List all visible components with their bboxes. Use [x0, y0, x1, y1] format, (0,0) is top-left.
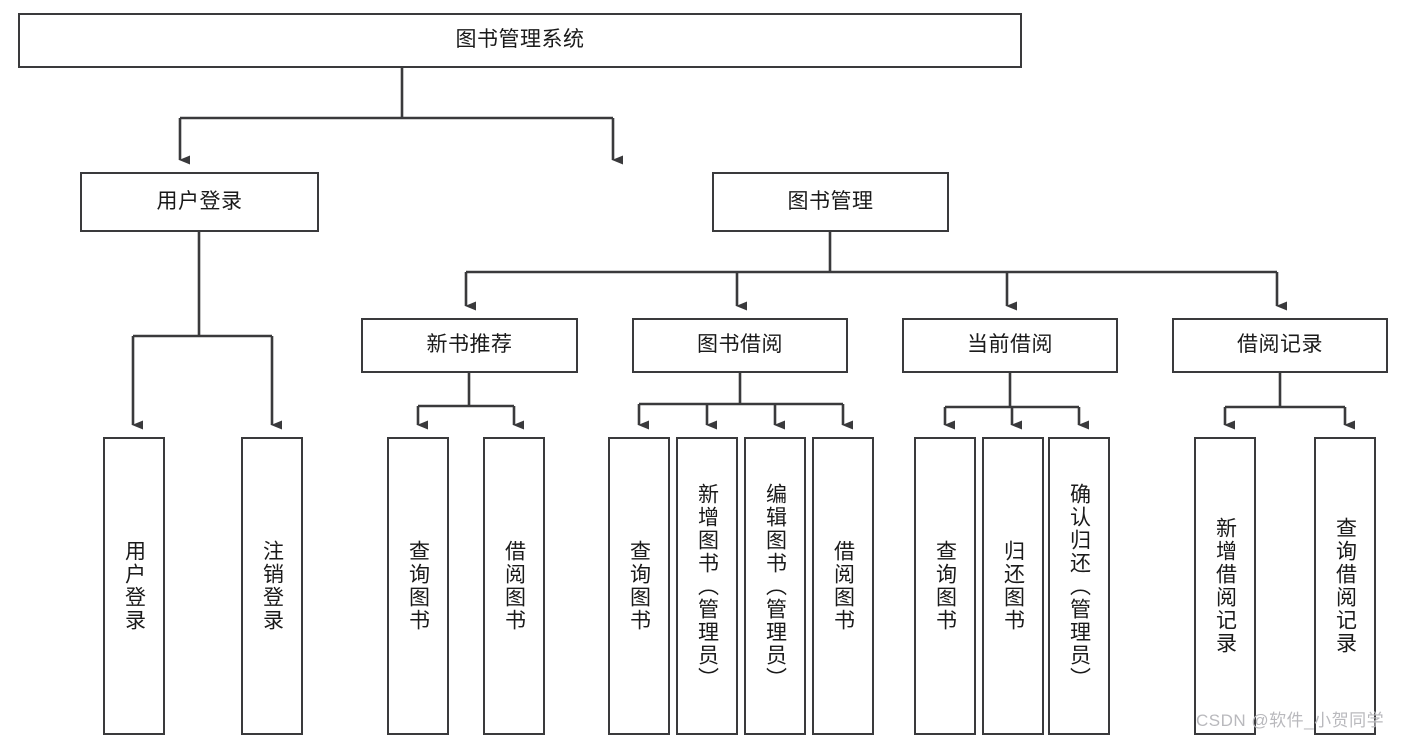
node-leaf-query-book-3-label: 查询图书	[933, 540, 957, 632]
node-leaf-confirm-return[interactable]: 确认归还（管理员）	[1048, 437, 1110, 735]
node-leaf-query-record[interactable]: 查询借阅记录	[1314, 437, 1376, 735]
node-leaf-query-book-2[interactable]: 查询图书	[608, 437, 670, 735]
node-new-book-recommend[interactable]: 新书推荐	[361, 318, 578, 373]
node-leaf-query-book-1[interactable]: 查询图书	[387, 437, 449, 735]
node-leaf-user-logout[interactable]: 注销登录	[241, 437, 303, 735]
node-book-borrow[interactable]: 图书借阅	[632, 318, 848, 373]
node-leaf-add-record[interactable]: 新增借阅记录	[1194, 437, 1256, 735]
node-current-borrow[interactable]: 当前借阅	[902, 318, 1118, 373]
node-leaf-return-book-label: 归还图书	[1001, 540, 1025, 632]
node-user-login[interactable]: 用户登录	[80, 172, 319, 232]
node-leaf-add-book[interactable]: 新增图书（管理员）	[676, 437, 738, 735]
node-current-borrow-label: 当前借阅	[967, 333, 1053, 357]
node-leaf-add-book-label: 新增图书（管理员）	[695, 482, 719, 690]
node-leaf-user-login-label: 用户登录	[122, 540, 146, 632]
node-book-borrow-label: 图书借阅	[697, 333, 783, 357]
node-leaf-borrow-book-2[interactable]: 借阅图书	[812, 437, 874, 735]
node-borrow-record-label: 借阅记录	[1237, 333, 1323, 357]
node-book-manage[interactable]: 图书管理	[712, 172, 949, 232]
node-leaf-user-logout-label: 注销登录	[260, 540, 284, 632]
node-leaf-return-book[interactable]: 归还图书	[982, 437, 1044, 735]
node-new-book-recommend-label: 新书推荐	[426, 333, 513, 357]
node-leaf-edit-book[interactable]: 编辑图书（管理员）	[744, 437, 806, 735]
node-root-label: 图书管理系统	[455, 28, 585, 52]
node-leaf-user-login[interactable]: 用户登录	[103, 437, 165, 735]
node-leaf-borrow-book-1[interactable]: 借阅图书	[483, 437, 545, 735]
csdn-watermark: CSDN @软件_小贺同学	[1196, 711, 1385, 730]
node-book-manage-label: 图书管理	[787, 189, 874, 213]
node-leaf-confirm-return-label: 确认归还（管理员）	[1067, 482, 1091, 690]
node-leaf-query-record-label: 查询借阅记录	[1333, 517, 1357, 655]
node-leaf-query-book-3[interactable]: 查询图书	[914, 437, 976, 735]
node-leaf-edit-book-label: 编辑图书（管理员）	[763, 482, 787, 690]
node-leaf-query-book-1-label: 查询图书	[406, 540, 430, 632]
node-leaf-add-record-label: 新增借阅记录	[1213, 517, 1237, 655]
node-leaf-borrow-book-2-label: 借阅图书	[831, 540, 855, 632]
node-user-login-label: 用户登录	[156, 189, 243, 213]
node-borrow-record[interactable]: 借阅记录	[1172, 318, 1388, 373]
node-root[interactable]: 图书管理系统	[18, 13, 1022, 68]
node-leaf-borrow-book-1-label: 借阅图书	[502, 540, 526, 632]
node-leaf-query-book-2-label: 查询图书	[627, 540, 651, 632]
